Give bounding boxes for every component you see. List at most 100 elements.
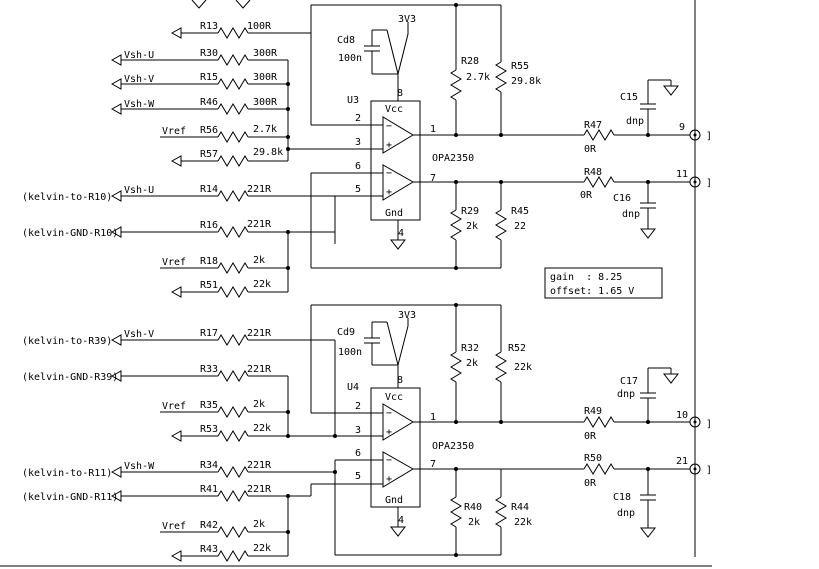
c17-value: dnp bbox=[617, 389, 635, 400]
r48: R48 0R bbox=[580, 167, 690, 201]
r17-net: Vsh-V bbox=[124, 329, 154, 340]
r46-name: R46 bbox=[200, 97, 218, 108]
r42-value: 2k bbox=[253, 519, 265, 530]
amp1-supply-label: 3V3 bbox=[398, 14, 416, 25]
r32-value: 2k bbox=[466, 358, 478, 369]
r17-port: (kelvin-to-R39) bbox=[22, 336, 112, 347]
r51-value: 22k bbox=[253, 279, 271, 290]
r41-value: 221R bbox=[247, 484, 272, 495]
r34-branch: (kelvin-to-R11) Vsh-W R34 221R bbox=[22, 460, 337, 479]
r53-branch: R53 22k bbox=[170, 423, 288, 442]
r34-net: Vsh-W bbox=[124, 461, 155, 472]
amp2-pin3: 3 bbox=[355, 425, 361, 436]
ground-symbol bbox=[639, 228, 657, 239]
connector-pin-10[interactable]: 10 ] bbox=[676, 410, 712, 430]
r42-branch: Vref R42 2k bbox=[160, 519, 288, 538]
u3-ground-symbol bbox=[389, 239, 407, 250]
r28-name: R28 bbox=[461, 56, 479, 67]
c15: C15 dnp bbox=[620, 79, 680, 137]
connector-pin-21[interactable]: 21 ] bbox=[676, 456, 712, 476]
r34-port: (kelvin-to-R11) bbox=[22, 468, 112, 479]
r40-value: 2k bbox=[468, 517, 480, 528]
c16: C16 dnp bbox=[613, 180, 657, 239]
r28-value: 2.7k bbox=[466, 72, 490, 83]
r33-branch: (kelvin-GND-R39) R33 221R bbox=[22, 364, 288, 383]
c18-name: C18 bbox=[613, 492, 631, 503]
r40-name: R40 bbox=[464, 502, 482, 513]
u3b-minus-sign: − bbox=[386, 168, 392, 179]
r57-branch: R57 29.8k bbox=[170, 147, 289, 167]
r35-branch: Vref R35 2k bbox=[160, 399, 290, 418]
c16-name: C16 bbox=[613, 193, 631, 204]
c17-name: C17 bbox=[620, 376, 638, 387]
ground-symbol bbox=[639, 527, 657, 538]
r13-arrow bbox=[170, 27, 182, 39]
c15-name: C15 bbox=[620, 92, 638, 103]
r46-net: Vsh-W bbox=[124, 99, 155, 110]
amp1-pin3: 3 bbox=[355, 137, 361, 148]
r52: R52 22k bbox=[495, 305, 532, 422]
amp2-pin1: 1 bbox=[430, 412, 436, 423]
r51-name: R51 bbox=[200, 280, 218, 291]
cd8-name: Cd8 bbox=[337, 35, 355, 46]
connector-pin-11[interactable]: 11 ] bbox=[676, 169, 712, 189]
r56-value: 2.7k bbox=[253, 124, 277, 135]
r46-value: 300R bbox=[253, 97, 278, 108]
cd9-value: 100n bbox=[338, 347, 362, 358]
amp1-pin8: 8 bbox=[397, 88, 403, 99]
r47: R47 0R bbox=[583, 120, 690, 155]
amp2-pin4: 4 bbox=[398, 515, 404, 526]
r56-net: Vref bbox=[162, 126, 186, 137]
u4a-minus-sign: − bbox=[386, 408, 392, 419]
r33-name: R33 bbox=[200, 364, 218, 375]
r51-branch: R51 22k bbox=[170, 279, 288, 298]
r50: R50 0R bbox=[583, 453, 690, 489]
r43-branch: R43 22k bbox=[170, 543, 288, 562]
r49-name: R49 bbox=[584, 406, 602, 417]
r15-value: 300R bbox=[253, 72, 278, 83]
r43-name: R43 bbox=[200, 544, 218, 555]
u4-part: OPA2350 bbox=[432, 441, 474, 452]
r14-name: R14 bbox=[200, 184, 218, 195]
r16-branch: (kelvin-GND-R10) R16 221R bbox=[22, 219, 335, 239]
r33-value: 221R bbox=[247, 364, 272, 375]
r18-net: Vref bbox=[162, 257, 186, 268]
u3-designator: U3 bbox=[347, 95, 359, 106]
top-net-arrows bbox=[191, 0, 251, 9]
r55-value: 29.8k bbox=[511, 76, 541, 87]
r55: R55 29.8k bbox=[495, 61, 541, 135]
r13-branch: R13 100R bbox=[170, 21, 311, 39]
r34-value: 221R bbox=[247, 460, 272, 471]
gain-offset-note: gain : 8.25 offset: 1.65 V bbox=[544, 267, 663, 299]
u4-ground-symbol bbox=[389, 526, 407, 537]
c15-value: dnp bbox=[626, 116, 644, 127]
u3a-minus-sign: − bbox=[386, 121, 392, 132]
r47-value: 0R bbox=[584, 144, 597, 155]
connector-pin-9[interactable]: 9 ] bbox=[679, 122, 712, 142]
u3-vcc-label: Vcc bbox=[385, 104, 403, 115]
u4a-plus-sign: + bbox=[386, 427, 392, 438]
r44-name: R44 bbox=[511, 502, 529, 513]
r30-value: 300R bbox=[253, 48, 278, 59]
r15-branch: Vsh-V R15 300R bbox=[110, 72, 288, 90]
r45-name: R45 bbox=[511, 206, 529, 217]
r56-branch: Vref R56 2.7k bbox=[160, 124, 288, 143]
amp2-pin7: 7 bbox=[430, 459, 436, 470]
u4-opamp-b bbox=[382, 451, 414, 488]
r15-name: R15 bbox=[200, 72, 218, 83]
c17: C17 dnp bbox=[617, 367, 680, 424]
r16-value: 221R bbox=[247, 219, 272, 230]
r45: R45 22 bbox=[495, 182, 529, 268]
r41-branch: (kelvin-GND-R11) R41 221R bbox=[22, 484, 290, 503]
r35-net: Vref bbox=[162, 401, 186, 412]
note-gain: gain : 8.25 bbox=[550, 272, 622, 283]
r50-value: 0R bbox=[584, 478, 597, 489]
r50-name: R50 bbox=[584, 453, 602, 464]
r18-value: 2k bbox=[253, 255, 265, 266]
r45-value: 22 bbox=[514, 221, 526, 232]
r40: R40 2k bbox=[450, 469, 482, 555]
r13-value: 100R bbox=[247, 21, 272, 32]
r35-name: R35 bbox=[200, 400, 218, 411]
u4-chip: U4 Vcc Gnd − + − + 4 bbox=[347, 382, 421, 537]
u3-gnd-label: Gnd bbox=[385, 208, 403, 219]
